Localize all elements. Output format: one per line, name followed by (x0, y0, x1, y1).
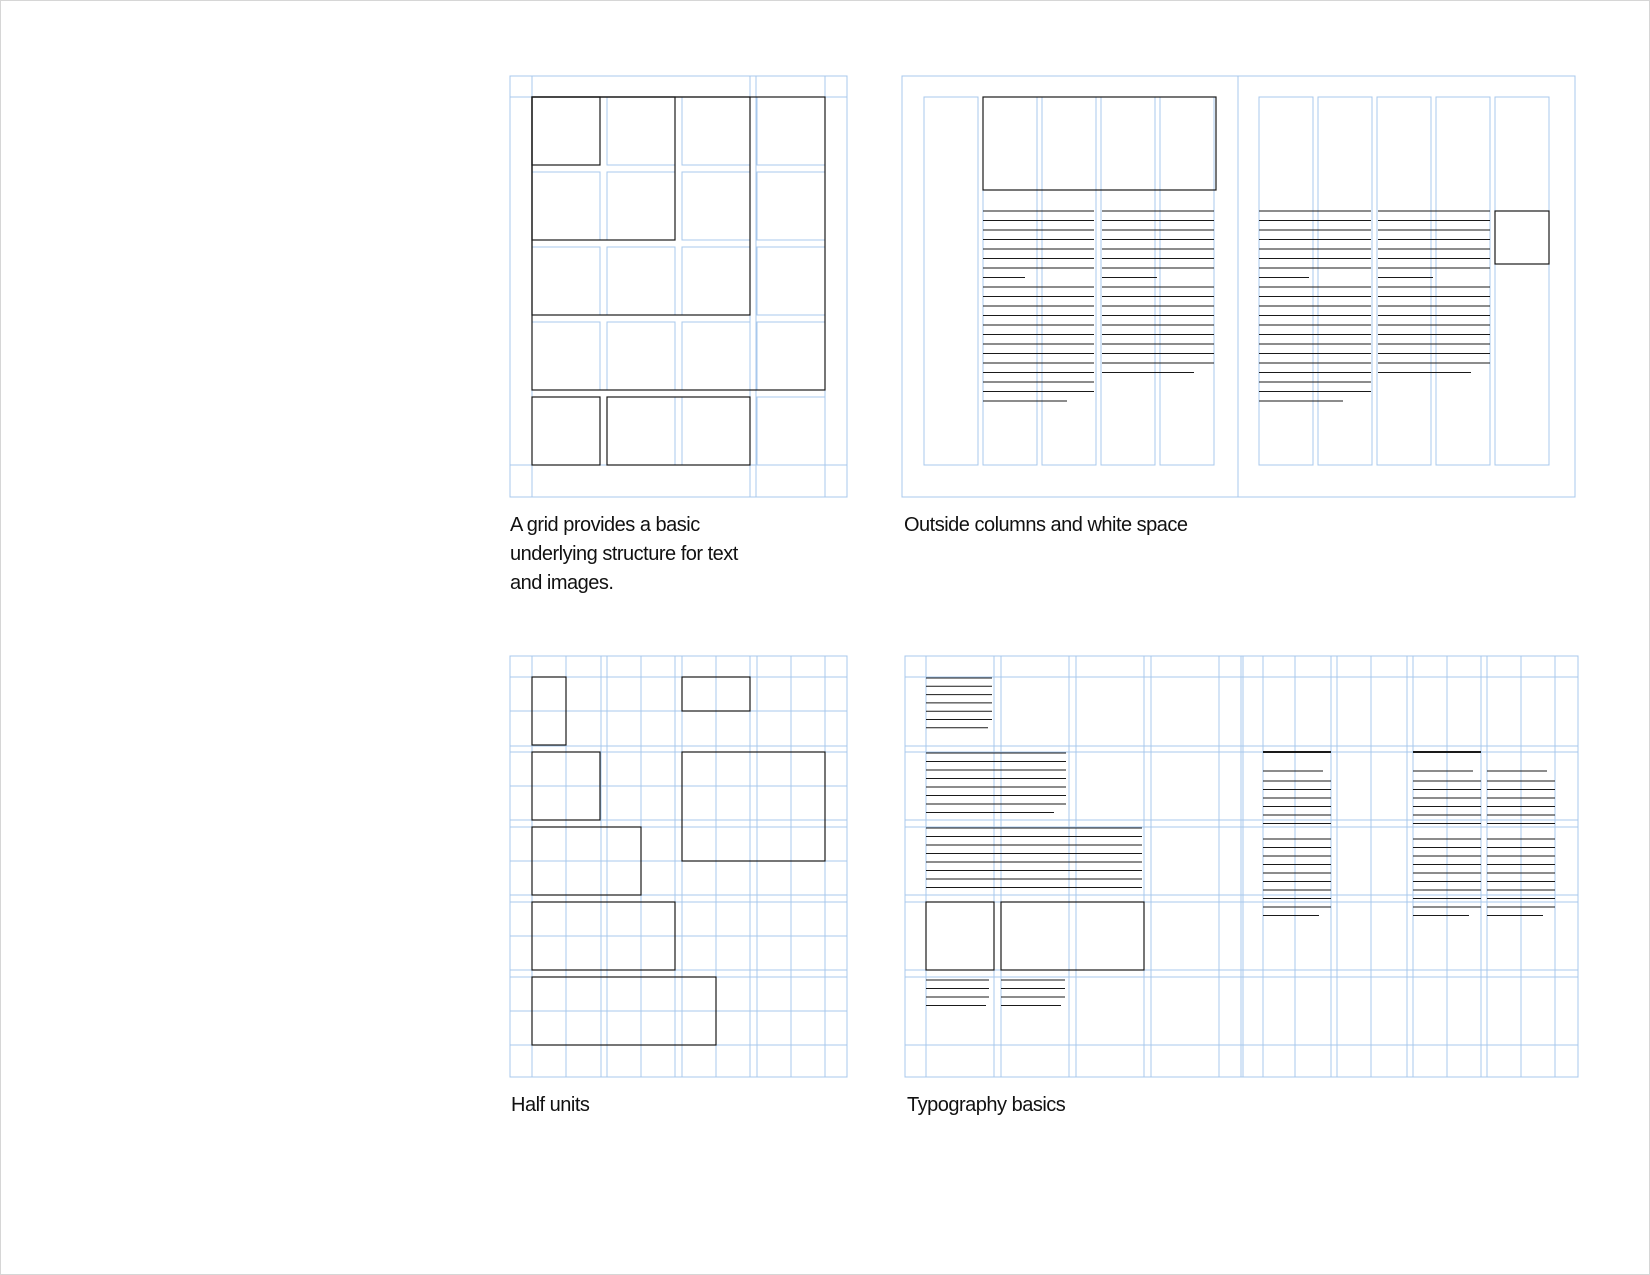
grid-guide (756, 396, 826, 466)
content-block (982, 96, 1217, 191)
grid-guide (531, 96, 601, 166)
diagram-half-units (509, 655, 848, 1078)
grid-guide (606, 246, 676, 316)
content-block (531, 396, 601, 466)
grid-guide (531, 246, 601, 316)
grid-guide (531, 396, 601, 466)
caption-outside-columns: Outside columns and white space (904, 514, 1188, 536)
content-block (531, 901, 676, 971)
content-block (531, 976, 717, 1046)
grid-guide (1159, 96, 1215, 466)
diagram-typography-basics (904, 655, 1579, 1078)
content-block (531, 96, 601, 166)
grid-guide (681, 246, 751, 316)
content-block (531, 751, 601, 821)
grid-guide (756, 171, 826, 241)
grid-guide (606, 396, 676, 466)
caption-half-units: Half units (511, 1094, 590, 1116)
content-block (681, 751, 826, 862)
grid-guide (756, 96, 826, 166)
caption-typography-basics: Typography basics (907, 1094, 1066, 1116)
content-block (1494, 210, 1550, 265)
content-block (531, 96, 826, 391)
grid-guide (982, 96, 1038, 466)
grid-guide (606, 96, 676, 166)
grid-guide (756, 246, 826, 316)
content-block (531, 826, 642, 896)
content-block (606, 396, 751, 466)
grid-guide (1100, 96, 1156, 466)
diagram-basic-grid (509, 75, 848, 498)
content-block (531, 96, 676, 241)
content-block (531, 96, 751, 316)
grid-guide (681, 171, 751, 241)
grid-guide (681, 396, 751, 466)
content-block (531, 676, 567, 746)
grid-guide (606, 171, 676, 241)
caption-basic-grid: A grid provides a basic underlying struc… (510, 514, 738, 594)
page-border (509, 75, 848, 498)
content-block (1000, 901, 1145, 971)
grid-guide (681, 96, 751, 166)
grid-guide (606, 321, 676, 391)
content-block (925, 901, 995, 971)
grid-guide (1435, 96, 1491, 466)
grid-guide (681, 321, 751, 391)
grid-guide (756, 321, 826, 391)
grid-guide (923, 96, 979, 466)
grid-guide (1376, 96, 1432, 466)
page-border (509, 655, 848, 1078)
grid-guide (904, 655, 927, 678)
grid-guide (531, 171, 601, 241)
diagram-outside-columns (901, 75, 1576, 498)
grid-guide (1258, 96, 1314, 466)
grid-guide (1317, 96, 1373, 466)
grid-guide (531, 321, 601, 391)
grid-guide (1240, 655, 1264, 678)
content-block (681, 676, 751, 712)
grid-guide (1041, 96, 1097, 466)
grid-guide (1494, 96, 1550, 466)
